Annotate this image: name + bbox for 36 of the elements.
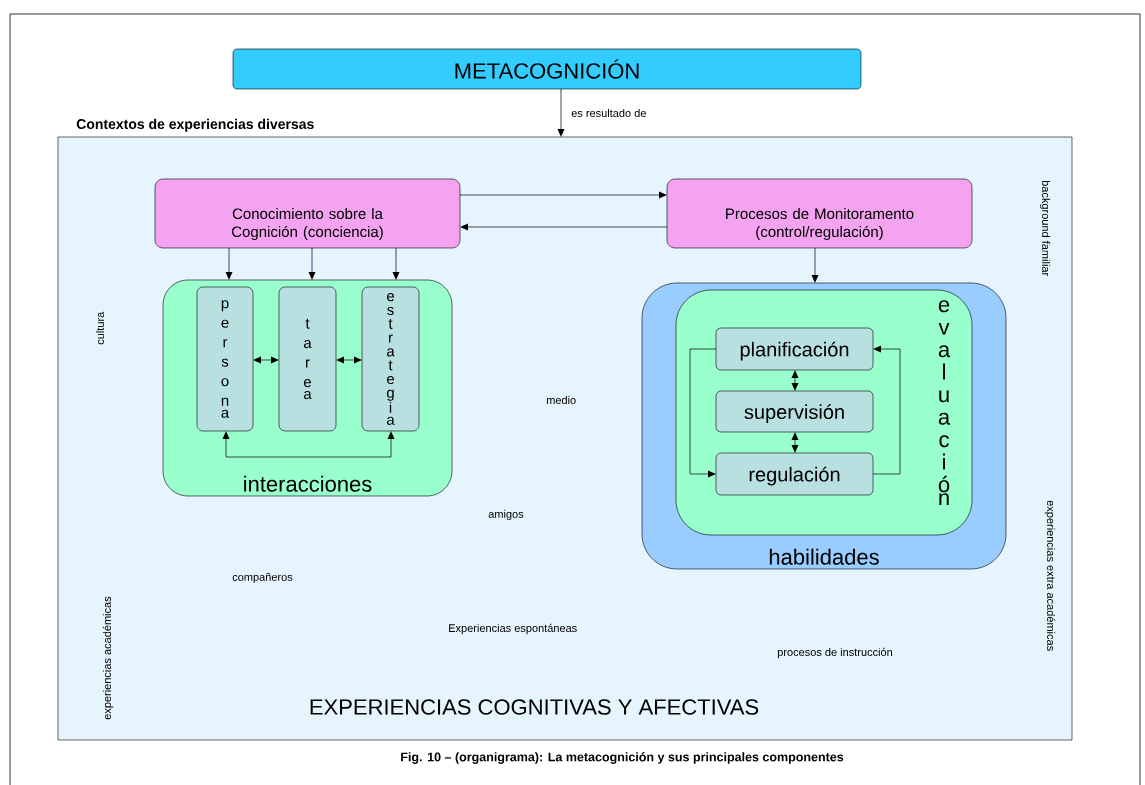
arrow	[791, 370, 799, 391]
process-box: regulación	[715, 452, 874, 496]
column-box: estrategia	[361, 286, 420, 432]
rotated-label: experiencias extra académicas	[1044, 500, 1056, 651]
context-label: procesos de instrucción	[777, 647, 892, 659]
context-label: amigos	[488, 509, 524, 521]
process-box: Conocimiento sobre la Cognición (conciencia)	[154, 178, 461, 249]
context-label: Experiencias espontáneas	[449, 623, 577, 635]
loop-arrow	[689, 348, 717, 478]
rotated-label: experiencias académicas	[102, 596, 114, 720]
arrow	[811, 247, 819, 283]
column-box: tarea	[278, 286, 337, 432]
arrow	[336, 356, 362, 364]
caption: Fig. 10 – (organigrama): La metacognición y sus principales componentes	[401, 752, 844, 764]
column-box: persona	[196, 286, 254, 432]
context-label: medio	[546, 395, 576, 405]
title-box: METACOGNICIÓN	[232, 48, 862, 90]
process-box: planificación	[715, 327, 874, 371]
arrow	[392, 247, 400, 280]
arrow	[253, 356, 279, 364]
arrow	[557, 88, 565, 137]
loop-arrow	[872, 345, 901, 475]
arrow	[222, 431, 395, 458]
arrow	[791, 432, 799, 453]
edge-label: es resultado de	[570, 107, 648, 119]
arrow	[225, 247, 233, 280]
area-title: EXPERIENCIAS COGNITIVAS Y AFECTIVAS	[310, 699, 759, 715]
process-box: Procesos de Monitoramento (control/regulación)	[666, 178, 973, 249]
node-label: Contextos de experiencias diversas	[76, 118, 314, 132]
rotated-label: background familiar	[1039, 180, 1051, 276]
context-label: compañeros	[232, 572, 293, 584]
arrow	[308, 247, 316, 280]
arrow	[459, 191, 667, 199]
rotated-label: cultura	[95, 311, 105, 345]
arrow	[460, 223, 668, 231]
process-box: supervisión	[715, 390, 874, 433]
